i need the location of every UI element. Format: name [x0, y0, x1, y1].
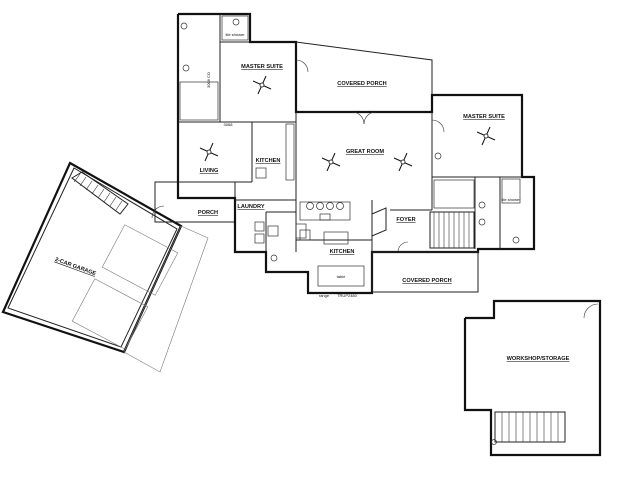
toilet-left	[182, 64, 190, 72]
stool-2	[316, 202, 324, 210]
sink-left-1	[180, 22, 188, 30]
house: tile shower 3068 CO 3068 MASTER SUITE CO…	[176, 12, 536, 298]
garage-entry-door	[151, 205, 165, 219]
foyer-stair	[429, 211, 475, 249]
dining-table	[317, 265, 365, 287]
closet-code-note: 3068 CO	[206, 72, 211, 88]
tub	[179, 81, 219, 121]
kitchen-counter-top	[299, 201, 351, 221]
shower-left	[221, 15, 249, 41]
dryer	[254, 233, 265, 244]
kitchen-island	[323, 231, 349, 245]
shower-right	[501, 178, 521, 204]
tile-shower-left-note: tile shower	[225, 32, 245, 37]
master-door-right	[431, 119, 445, 133]
master-door-left	[295, 59, 309, 73]
laundry-counter	[295, 223, 307, 239]
great-room-label: GREAT ROOM	[346, 149, 384, 155]
table-note: table	[337, 274, 346, 279]
fan-icon-great-room-left	[321, 152, 341, 172]
workshop-walls	[463, 299, 602, 457]
master-suite-right-label: MASTER SUITE	[463, 114, 505, 120]
porch-label: PORCH	[198, 210, 218, 216]
fan-icon-living	[199, 142, 219, 162]
front-door	[397, 241, 409, 253]
toilet-laundry	[270, 254, 278, 262]
door-code-note: 3068	[224, 122, 234, 127]
living-label: LIVING	[200, 168, 219, 174]
stool-4	[336, 202, 344, 210]
porch-side: PORCH	[154, 181, 236, 223]
kitchen-main-label: KITCHEN	[330, 249, 355, 255]
stool-3	[326, 202, 334, 210]
range-upper	[255, 167, 267, 179]
covered-porch-top-label: COVERED PORCH	[337, 81, 386, 87]
fan-icon-great-room-right	[393, 152, 413, 172]
counter-upper	[285, 123, 295, 181]
garage-stair	[71, 171, 129, 215]
house-exterior-walls	[176, 12, 536, 295]
closet-right	[433, 179, 475, 209]
sink-right-3	[434, 152, 442, 160]
fan-icon-master-left	[252, 75, 272, 95]
workshop-label: WORKSHOP/STORAGE	[507, 356, 570, 362]
garage-door-right	[71, 278, 149, 350]
washer	[254, 221, 265, 232]
tile-shower-right-note: tile shower	[501, 197, 521, 202]
sink-right-2	[478, 218, 486, 226]
covered-porch-bottom-label: COVERED PORCH	[402, 278, 451, 284]
workshop-stair	[494, 411, 566, 443]
laundry-sink	[267, 225, 279, 237]
garage-door-left	[101, 224, 179, 296]
covered-porch-bottom-outline	[371, 251, 479, 293]
range-note: range	[319, 293, 330, 298]
garage-inner-wall	[7, 167, 178, 348]
porch-door-top-1	[351, 111, 365, 125]
stool-1	[306, 202, 314, 210]
garage-label: 2-CAR GARAGE	[54, 257, 97, 278]
driveway-apron	[123, 225, 209, 373]
kitchen-sink	[319, 213, 331, 221]
master-suite-left-label: MASTER SUITE	[241, 64, 283, 70]
porch-side-outline	[154, 181, 236, 223]
foyer-label: FOYER	[396, 217, 415, 223]
workshop: WORKSHOP/STORAGE	[463, 299, 602, 457]
toilet-right	[512, 236, 520, 244]
kitchen-upper-label: KITCHEN	[256, 158, 281, 164]
porch-door-top-2	[363, 111, 377, 125]
covered-porch-top-outline	[295, 41, 433, 95]
foyer-closet	[371, 207, 387, 237]
laundry-label: LAUNDRY	[237, 204, 264, 210]
kitchen-range	[299, 229, 311, 241]
window-code-note: TRUP2480	[337, 293, 358, 298]
sink-right-1	[478, 201, 486, 209]
sink-left-2	[232, 18, 240, 26]
workshop-door	[583, 303, 599, 319]
workshop-post	[491, 439, 497, 445]
garage-walls	[1, 161, 183, 354]
fan-icon-master-right	[476, 126, 496, 146]
